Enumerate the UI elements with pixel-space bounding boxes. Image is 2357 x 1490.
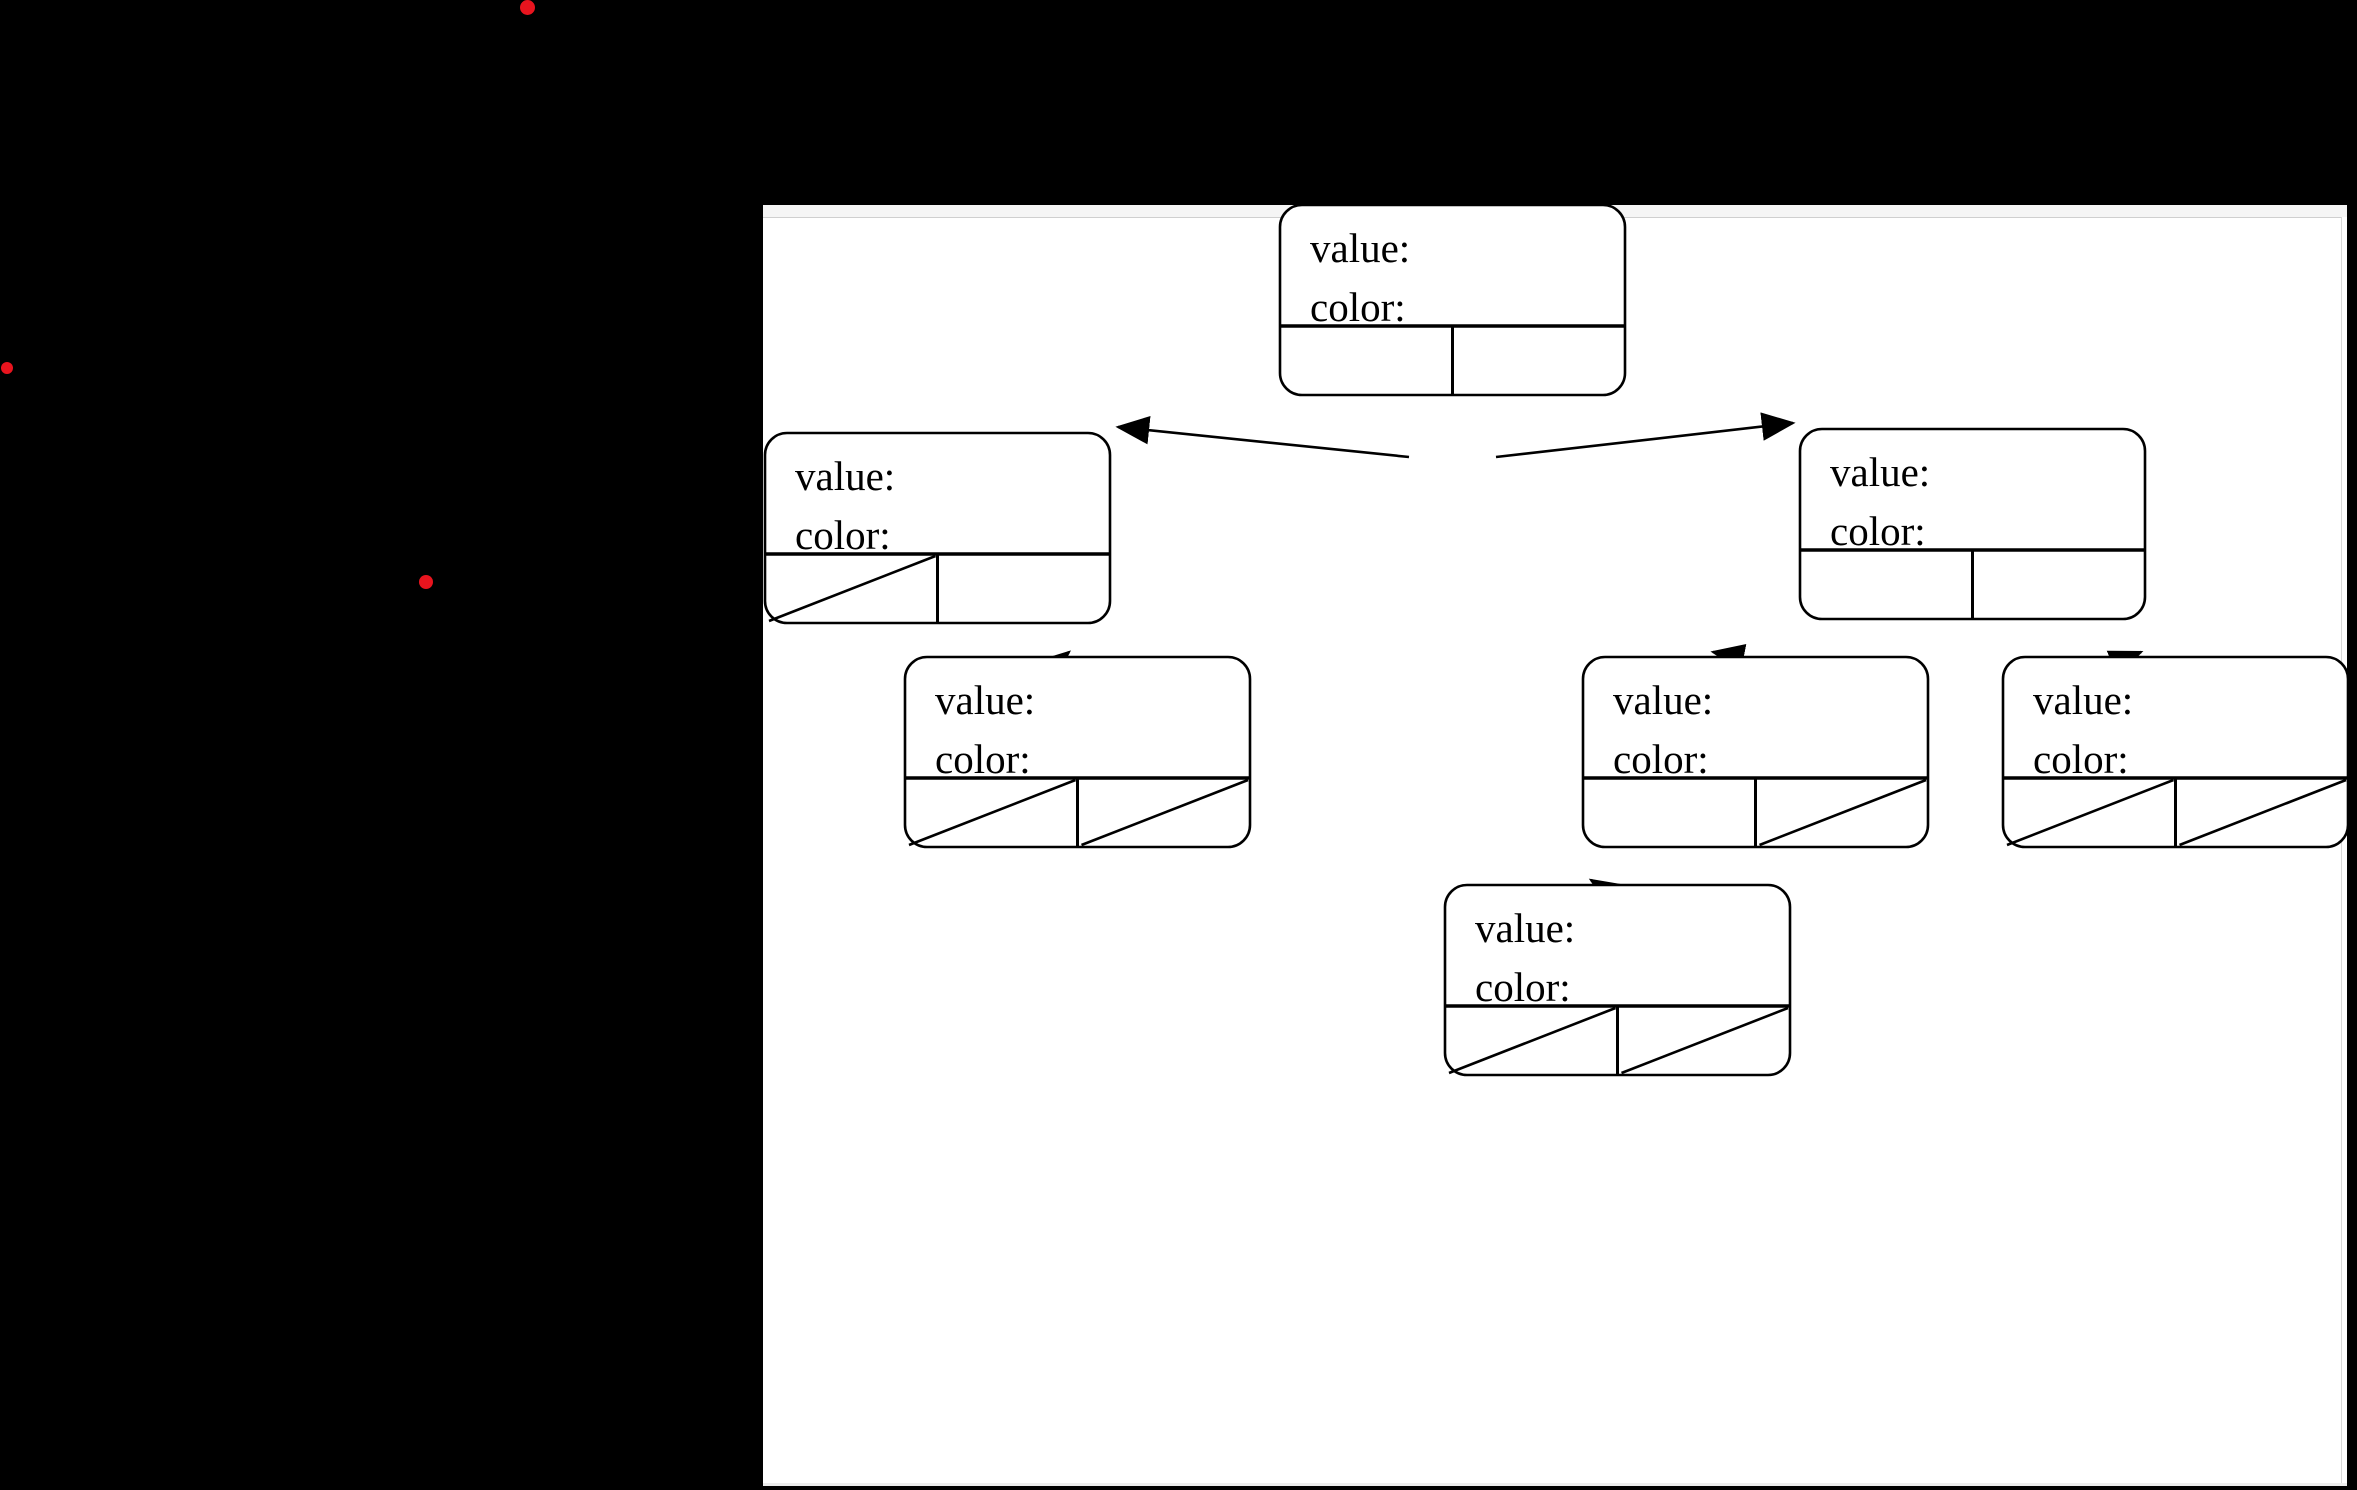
node-color-label: color: [2033, 736, 2129, 782]
edge-line [1115, 415, 1410, 459]
red-dot-left [1, 362, 13, 374]
node-value-label: value: [1613, 677, 1713, 723]
tree-node-right-right[interactable]: value: color: [2001, 655, 2347, 849]
null-slash-right [2179, 778, 2347, 847]
node-value-label: value: [795, 453, 895, 499]
tree-diagram-canvas: value:color:value:color:value:color:valu… [763, 205, 2347, 1077]
edge-root-to-left [1115, 415, 1410, 459]
node-color-label: color: [795, 512, 891, 558]
edge-root-to-right [1495, 412, 1796, 459]
null-slash-left [1448, 1006, 1616, 1075]
nodes-layer: value:color:value:color:value:color:valu… [763, 205, 2347, 1077]
node-color-label: color: [1830, 508, 1926, 554]
node-color-label: color: [1613, 736, 1709, 782]
tree-node-root[interactable]: value: color: [1278, 205, 1627, 397]
null-slash-right [1621, 1006, 1789, 1075]
panel-scrollbar-edge[interactable] [2341, 217, 2347, 1486]
diagram-panel: value:color:value:color:value:color:valu… [763, 205, 2347, 1486]
null-slash-right [1759, 778, 1927, 847]
tree-node-left[interactable]: value: color: [763, 431, 1112, 625]
tree-node-deep[interactable]: value: color: [1443, 883, 1792, 1077]
node-value-label: value: [1310, 225, 1410, 271]
tree-node-right-left[interactable]: value: color: [1581, 655, 1930, 849]
red-dot-mid [419, 575, 433, 589]
panel-bottom-edge [763, 1483, 2347, 1486]
node-value-label: value: [1830, 449, 1930, 495]
node-value-label: value: [1475, 905, 1575, 951]
node-value-label: value: [935, 677, 1035, 723]
null-slash-left [2006, 778, 2174, 847]
null-slash-right [1081, 778, 1249, 847]
tree-node-left-right[interactable]: value: color: [903, 655, 1252, 849]
null-slash-left [768, 554, 936, 623]
red-dot-top [520, 0, 535, 15]
edge-line [1495, 412, 1796, 459]
node-color-label: color: [1310, 284, 1406, 330]
node-color-label: color: [935, 736, 1031, 782]
node-color-label: color: [1475, 964, 1571, 1010]
tree-node-right[interactable]: value: color: [1798, 427, 2147, 621]
null-slash-left [908, 778, 1076, 847]
node-value-label: value: [2033, 677, 2133, 723]
